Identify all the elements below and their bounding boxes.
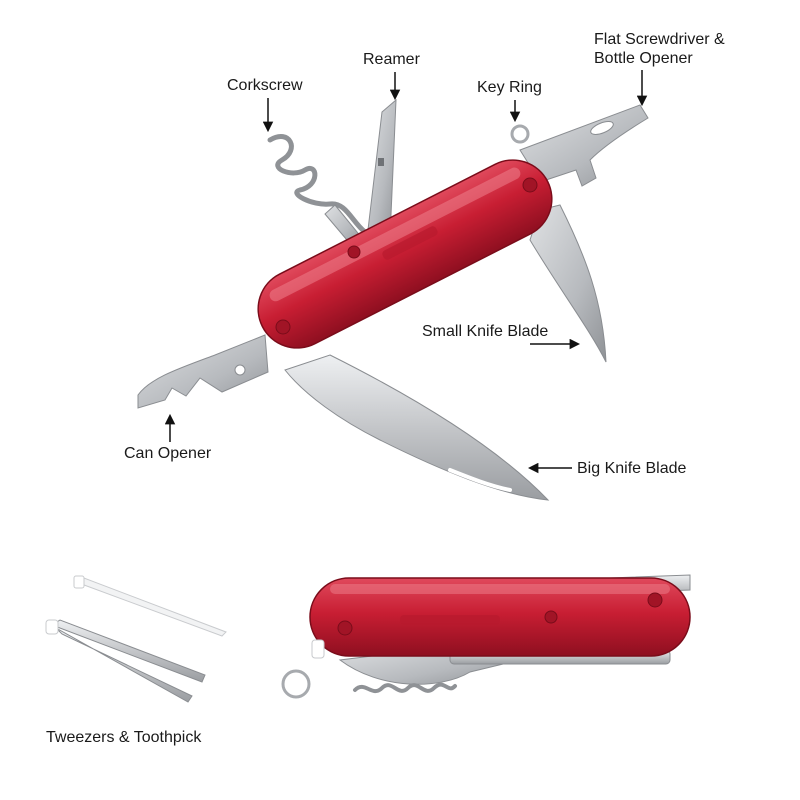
toothpick xyxy=(73,575,227,637)
knife-handle xyxy=(257,159,553,349)
label-reamer: Reamer xyxy=(363,51,420,68)
can-opener-tool xyxy=(137,334,269,409)
label-can-opener: Can Opener xyxy=(124,445,212,462)
label-flat-screwdriver-line1: Flat Screwdriver & xyxy=(594,31,725,48)
label-small-knife-blade: Small Knife Blade xyxy=(422,323,549,340)
small-knife-blade-tool xyxy=(529,204,607,363)
label-key-ring: Key Ring xyxy=(477,79,542,96)
label-big-knife-blade: Big Knife Blade xyxy=(577,460,687,477)
closed-knife xyxy=(281,574,691,699)
open-knife xyxy=(137,98,649,501)
label-flat-screwdriver-bottle-opener: Flat Screwdriver & Bottle Opener xyxy=(594,30,725,68)
screwdriver-bottle-opener-tool xyxy=(519,104,649,187)
corkscrew-tool xyxy=(267,134,368,235)
tweezers xyxy=(45,619,206,703)
label-corkscrew: Corkscrew xyxy=(227,77,303,94)
key-ring xyxy=(510,124,530,144)
callout-arrows xyxy=(164,70,648,474)
label-flat-screwdriver-line2: Bottle Opener xyxy=(594,50,693,67)
label-tweezers-toothpick: Tweezers & Toothpick xyxy=(46,729,202,746)
big-knife-blade-tool xyxy=(284,354,550,501)
